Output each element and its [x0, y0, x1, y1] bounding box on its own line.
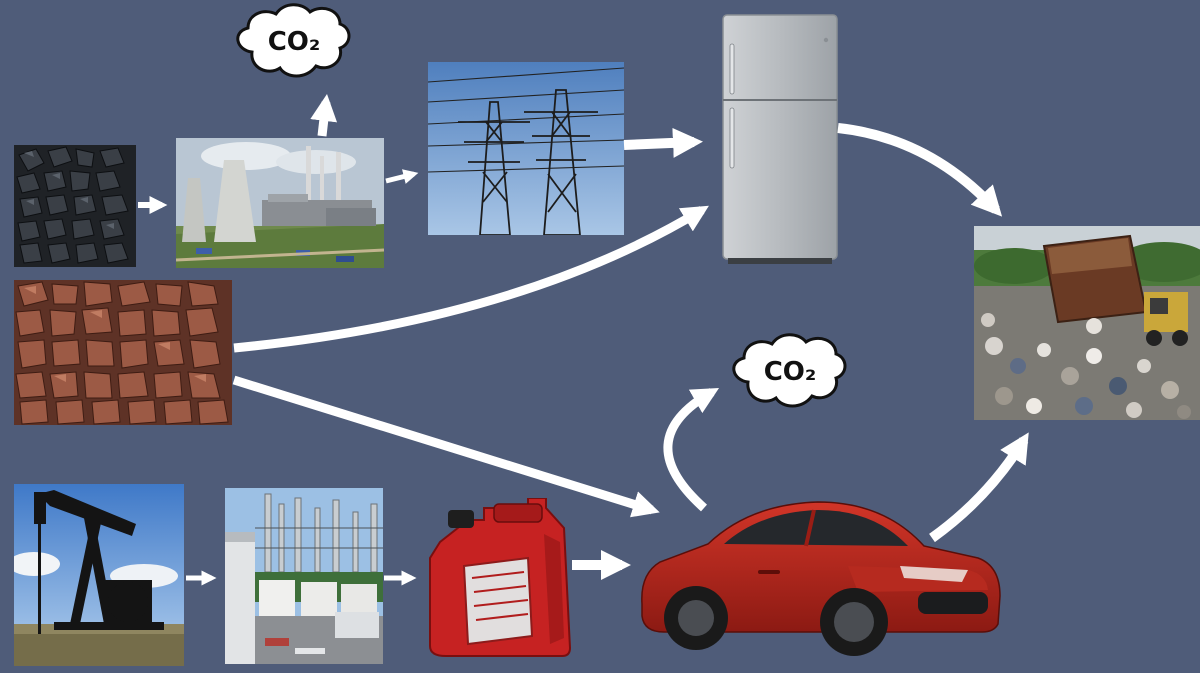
- arrow-power-plant-to-power-lines: [385, 169, 419, 184]
- gas-can-icon: [424, 498, 572, 658]
- power-plant-icon: [176, 138, 384, 268]
- iron-ore-icon: [14, 280, 232, 425]
- power-lines-icon: [428, 62, 624, 235]
- arrow-refrigerator-to-landfill: [837, 123, 1003, 217]
- car-icon: [638, 500, 1004, 656]
- co2-cloud-power-plant: CO₂: [236, 3, 351, 78]
- co2-cloud-car: CO₂: [732, 333, 847, 408]
- arrow-power-plant-to-co2: [310, 93, 338, 137]
- arrow-car-to-co2: [663, 387, 720, 512]
- arrow-power-lines-to-refrigerator: [623, 127, 703, 158]
- coal-pile-icon: [14, 145, 136, 267]
- co2-label-power-plant: CO₂: [268, 27, 321, 57]
- co2-label-car: CO₂: [764, 357, 817, 387]
- refinery-icon: [225, 488, 383, 664]
- oil-pump-icon: [14, 484, 184, 666]
- refrigerator-icon: [722, 14, 838, 264]
- landfill-icon: [974, 226, 1200, 420]
